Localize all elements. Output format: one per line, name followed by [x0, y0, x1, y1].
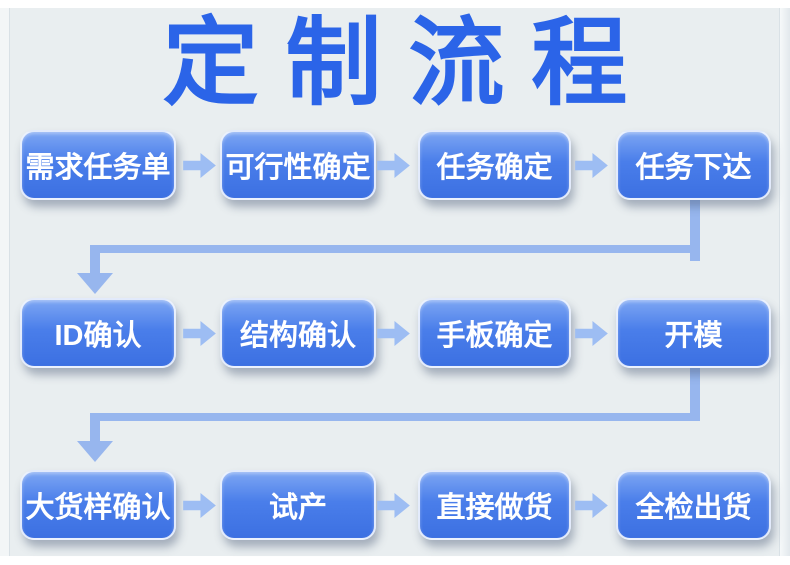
step-bulk-sample-confirm: 大货样确认	[20, 470, 176, 540]
flow-arrow-right-icon	[377, 153, 410, 178]
left-edge-divider	[0, 8, 10, 556]
step-prototype-confirm: 手板确定	[418, 298, 571, 368]
step-label: 可行性确定	[225, 152, 371, 184]
flowchart-canvas: 定制流程 需求任务单 可行性确定 任务确定 任务下达 ID确认 结构确认 手	[0, 8, 790, 556]
flow-arrow-right-icon	[377, 321, 410, 346]
flow-arrow-right-icon	[183, 153, 216, 178]
step-label: 大货样确认	[25, 492, 171, 524]
flow-arrow-right-icon	[377, 493, 410, 518]
connector-line	[90, 413, 100, 443]
flow-arrow-right-icon	[575, 493, 608, 518]
step-label: 结构确认	[239, 320, 356, 352]
right-edge-divider	[779, 8, 790, 556]
flow-arrow-right-icon	[183, 493, 216, 518]
step-trial-production: 试产	[220, 470, 376, 540]
connector-line	[690, 368, 700, 421]
arrow-down-icon	[77, 441, 113, 462]
step-direct-production: 直接做货	[418, 470, 571, 540]
connector-line	[690, 200, 700, 261]
step-task-assign: 任务下达	[616, 130, 771, 200]
connector-line	[90, 245, 700, 253]
step-full-inspection-shipment: 全检出货	[616, 470, 771, 540]
step-label: 任务下达	[635, 152, 752, 184]
flow-arrow-right-icon	[183, 321, 216, 346]
step-id-confirm: ID确认	[20, 298, 176, 368]
step-feasibility-confirm: 可行性确定	[220, 130, 376, 200]
step-label: 试产	[268, 492, 327, 524]
arrow-down-icon	[77, 273, 113, 294]
step-mold-making: 开模	[616, 298, 771, 368]
step-label: 直接做货	[436, 492, 553, 524]
connector-line	[90, 245, 100, 275]
step-label: ID确认	[54, 320, 142, 352]
connector-line	[90, 413, 700, 421]
step-structure-confirm: 结构确认	[220, 298, 376, 368]
step-label: 全检出货	[635, 492, 752, 524]
step-label: 需求任务单	[25, 152, 171, 184]
flow-arrow-right-icon	[575, 153, 608, 178]
page-title: 定制流程	[162, 10, 655, 117]
step-label: 手板确定	[436, 320, 553, 352]
step-label: 任务确定	[436, 152, 553, 184]
step-label: 开模	[664, 320, 723, 352]
flow-arrow-right-icon	[575, 321, 608, 346]
step-requirement-order: 需求任务单	[20, 130, 176, 200]
step-task-confirm: 任务确定	[418, 130, 571, 200]
